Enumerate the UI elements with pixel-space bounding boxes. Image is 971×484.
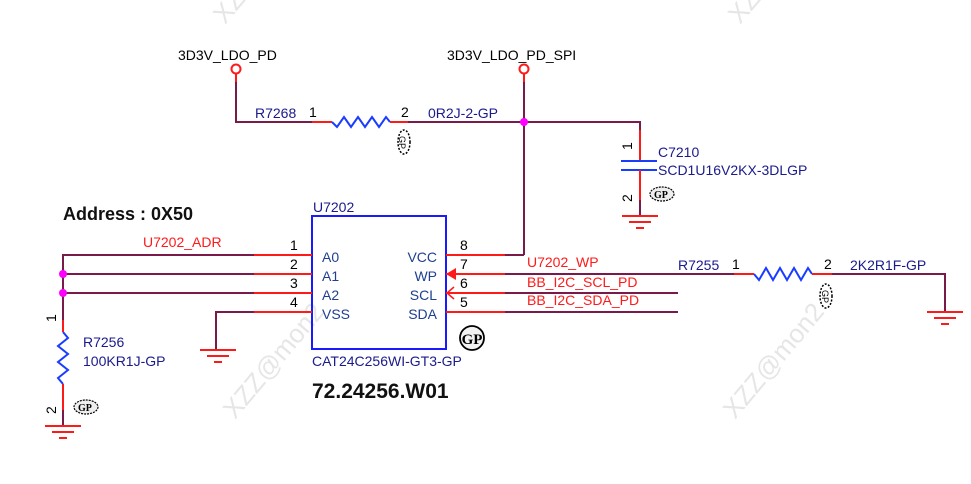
resistor-r7268-icon bbox=[331, 115, 391, 129]
u7202-pin-vss-name: VSS bbox=[322, 306, 350, 322]
r7255-pin2: 2 bbox=[824, 256, 832, 272]
gp-mark-icon: GP bbox=[73, 399, 99, 415]
net-label-wp: U7202_WP bbox=[527, 254, 599, 270]
resistor-r7255-icon bbox=[753, 266, 813, 282]
net-label-adr: U7202_ADR bbox=[143, 234, 222, 250]
svg-text:GP: GP bbox=[397, 136, 407, 149]
junction-icon bbox=[59, 289, 67, 297]
svg-text:GP: GP bbox=[78, 403, 92, 414]
u7202-pin-num: 1 bbox=[290, 237, 298, 253]
input-arrow-wp-icon bbox=[446, 268, 456, 280]
svg-text:GP: GP bbox=[820, 290, 830, 303]
r7268-pin2: 2 bbox=[401, 104, 409, 120]
watermark: XZZ@mon2 bbox=[207, 0, 320, 29]
u7202-pin-sda-name: SDA bbox=[408, 306, 437, 322]
resistor-r7256-icon bbox=[56, 331, 70, 385]
svg-text:GP: GP bbox=[654, 190, 668, 201]
ground-r7255-icon bbox=[927, 311, 963, 325]
r7268-value: 0R2J-2-GP bbox=[428, 105, 498, 121]
u7202-pin-num: 2 bbox=[290, 256, 298, 272]
c7210-pin1: 1 bbox=[619, 142, 635, 150]
r7255-ref: R7255 bbox=[678, 257, 719, 273]
u7202-pin-num: 5 bbox=[460, 294, 468, 310]
gp-mark-icon: GP bbox=[397, 129, 411, 155]
u7202-pin-vcc-name: VCC bbox=[407, 249, 437, 265]
r7268-ref: R7268 bbox=[255, 105, 296, 121]
watermark-group: XZZ@mon2 XZZ@mon2 XZZ@mon2 XZZ@mon2 bbox=[207, 0, 835, 424]
power-rail-right-label: 3D3V_LDO_PD_SPI bbox=[447, 47, 576, 63]
junction-icon bbox=[520, 118, 528, 126]
watermark: XZZ@mon2 bbox=[717, 297, 830, 424]
u7202-pin-wp-name: WP bbox=[414, 268, 437, 284]
ground-c7210-icon bbox=[622, 215, 658, 229]
c7210-ref: C7210 bbox=[658, 144, 699, 160]
u7202-ref: U7202 bbox=[313, 199, 354, 215]
u7202-part: CAT24C256WI-GT3-GP bbox=[312, 353, 462, 369]
r7256-value: 100KR1J-GP bbox=[83, 353, 165, 369]
clock-arrow-scl-icon bbox=[445, 286, 455, 300]
r7256-pin1: 1 bbox=[43, 314, 59, 322]
u7202-pin-num: 4 bbox=[290, 294, 298, 310]
r7268-pin1: 1 bbox=[309, 104, 317, 120]
u7202-pin-a2-name: A2 bbox=[322, 287, 339, 303]
wire-r7255-gnd bbox=[832, 273, 946, 312]
u7202-pin-num: 6 bbox=[460, 275, 468, 291]
ground-vss-icon bbox=[200, 349, 236, 363]
gp-mark-icon: GP bbox=[819, 283, 833, 309]
r7256-ref: R7256 bbox=[83, 334, 124, 350]
svg-text:GP: GP bbox=[462, 332, 483, 348]
c7210-value: SCD1U16V2KX-3DLGP bbox=[658, 162, 807, 178]
power-rail-left-label: 3D3V_LDO_PD bbox=[178, 47, 277, 63]
u7202-chip-body[interactable] bbox=[311, 215, 447, 350]
c7210-pin2: 2 bbox=[619, 194, 635, 202]
wire-vcc-net bbox=[408, 121, 641, 130]
gp-mark-icon: GP bbox=[649, 186, 675, 202]
u7202-pin-num: 8 bbox=[460, 237, 468, 253]
power-port-left-icon bbox=[230, 63, 242, 75]
power-port-right-icon bbox=[518, 63, 530, 75]
r7256-pin2: 2 bbox=[43, 406, 59, 414]
u7202-pin-num: 7 bbox=[460, 256, 468, 272]
net-label-scl: BB_I2C_SCL_PD bbox=[527, 274, 638, 290]
net-label-sda: BB_I2C_SDA_PD bbox=[527, 292, 639, 308]
r7255-pin1: 1 bbox=[732, 256, 740, 272]
u7202-pin-scl-name: SCL bbox=[410, 287, 437, 303]
wire-vss bbox=[215, 311, 254, 350]
u7202-pin-a0-name: A0 bbox=[322, 249, 339, 265]
u7202-pin-a1-name: A1 bbox=[322, 268, 339, 284]
wire-adr-net bbox=[62, 254, 254, 320]
ground-r7256-icon bbox=[45, 425, 81, 439]
u7202-part-number: 72.24256.W01 bbox=[312, 380, 449, 403]
watermark: XZZ@mon2 bbox=[722, 0, 835, 29]
r7255-value: 2K2R1F-GP bbox=[850, 257, 926, 273]
u7202-pin-num: 3 bbox=[290, 275, 298, 291]
address-note: Address : 0X50 bbox=[63, 204, 193, 224]
gp-badge-icon: GP bbox=[459, 325, 485, 351]
junction-icon bbox=[59, 270, 67, 278]
wire-r7268-left bbox=[235, 82, 312, 123]
